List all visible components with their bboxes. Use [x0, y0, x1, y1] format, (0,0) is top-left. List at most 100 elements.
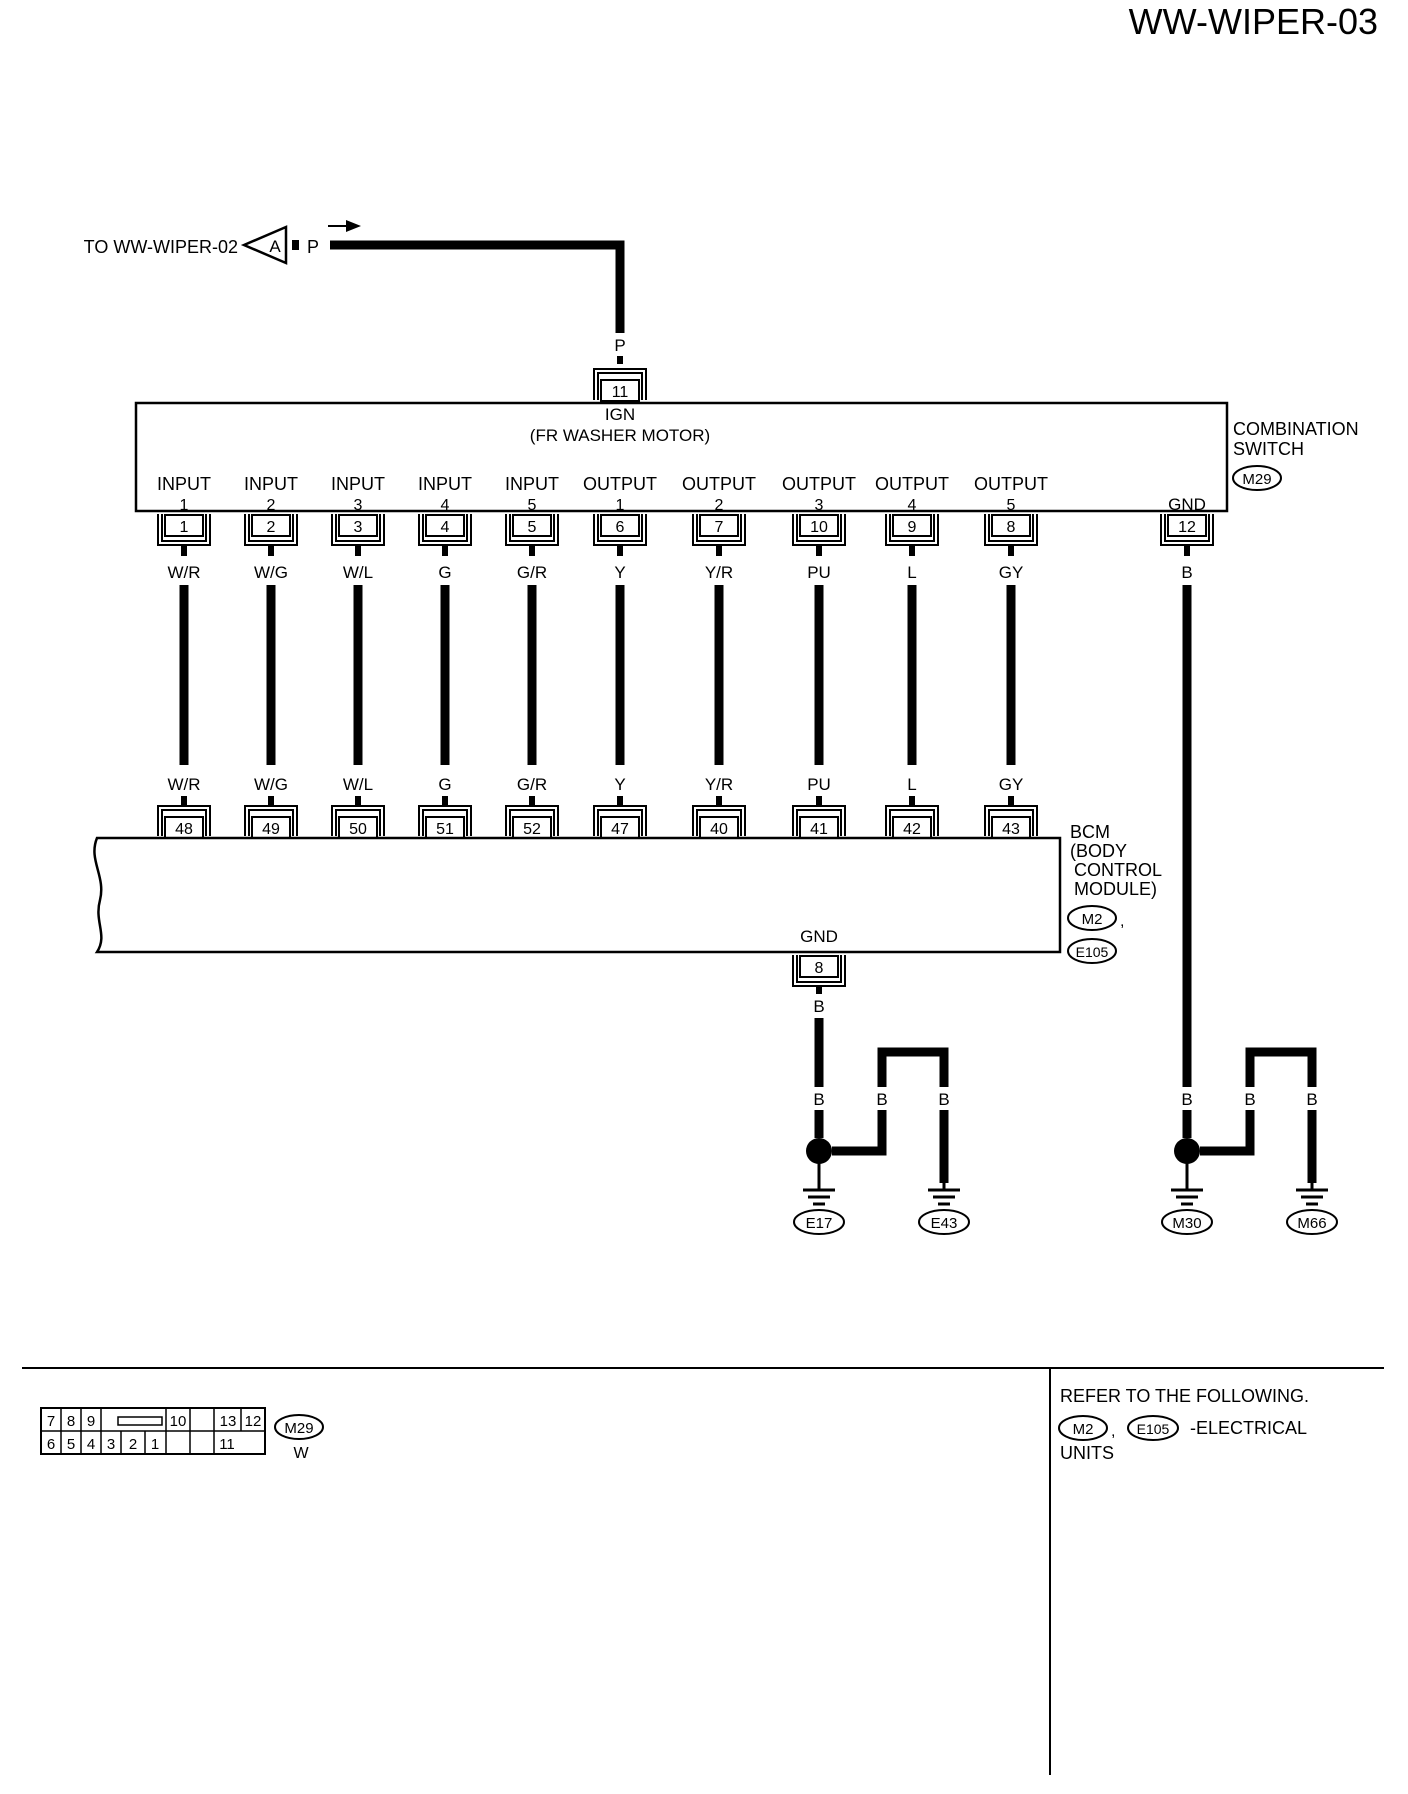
wire-color-upper: W/G: [254, 563, 288, 582]
ground-id-badge: [793, 1209, 845, 1235]
wire-color-lower: G/R: [517, 775, 547, 794]
switch-terminal: [338, 514, 378, 537]
cf-pin: 10: [170, 1413, 187, 1430]
switch-gnd-branch-label-1: B: [1244, 1090, 1255, 1109]
wire-color-upper: W/R: [167, 563, 200, 582]
switch-terminal-number: 3: [354, 519, 363, 536]
ground-point: E17: [793, 1163, 845, 1235]
ign-terminal: [600, 379, 640, 402]
cf-pin: 11: [219, 1436, 235, 1453]
connector-face: 7 8 9 10 13 12 6 5 4 3 2 1 11 M29 W: [40, 1407, 324, 1462]
wire-color-upper: G: [438, 563, 451, 582]
connector-lock-tab: [117, 1416, 163, 1426]
switch-pin-number: 3: [354, 497, 363, 514]
switch-ground-circuit: 12 B B B B: [1160, 514, 1318, 1183]
wire-color-upper: Y: [614, 563, 625, 582]
wire-color-lower: Y/R: [705, 775, 733, 794]
refer-connector-badge-2: [1127, 1415, 1179, 1441]
offpage-connector-pin: [292, 240, 299, 250]
refer-note: REFER TO THE FOLLOWING. M2 , E105 -ELECT…: [1058, 1386, 1309, 1463]
switch-terminal-number: 6: [616, 519, 625, 536]
bcm-terminal-number: 42: [903, 821, 921, 838]
bcm-gnd-branch-wire-upper: [877, 1047, 949, 1087]
wire-color-upper: Y/R: [705, 563, 733, 582]
cf-pin: 13: [220, 1413, 237, 1430]
switch-pin-name: INPUT: [505, 474, 559, 494]
bcm-gnd-label: GND: [800, 927, 838, 946]
wire-color-upper: G/R: [517, 563, 547, 582]
ground-id-badge: [918, 1209, 970, 1235]
bcm-terminal-number: 43: [1002, 821, 1020, 838]
refer-separator: ,: [1111, 1423, 1115, 1440]
switch-pin-name: INPUT: [331, 474, 385, 494]
wire-color-lower: W/G: [254, 775, 288, 794]
bcm-title-line3: CONTROL: [1074, 860, 1162, 880]
offpage-label: TO WW-WIPER-02: [84, 237, 238, 257]
bcm-gnd-branch-label-1: B: [876, 1090, 887, 1109]
bcm-terminal-bracket: [984, 805, 1038, 836]
refer-connector-badge-1: [1058, 1415, 1108, 1441]
bcm-ground-circuit: 8 B B B B: [792, 955, 950, 1183]
switch-pin-number: 1: [180, 497, 189, 514]
offpage-arrow-icon: [240, 225, 288, 265]
switch-gnd-terminal: [1167, 514, 1207, 537]
cf-pin: 4: [87, 1436, 95, 1453]
bcm-title: BCM: [1070, 822, 1110, 842]
cf-pin: 8: [67, 1413, 75, 1430]
connector-id: M29: [1242, 471, 1271, 488]
bcm-gnd-terminal-number: 8: [815, 960, 824, 977]
refer-connector-1: M2: [1073, 1421, 1094, 1438]
switch-terminal: [991, 514, 1031, 537]
bcm-terminal-bracket: [792, 805, 846, 836]
bcm-terminal-number: 49: [262, 821, 280, 838]
ign-terminal-number: 11: [612, 384, 629, 401]
bcm-terminal-number: 47: [611, 821, 629, 838]
connector-face-color: W: [293, 1445, 309, 1462]
combination-switch-title: COMBINATION: [1233, 419, 1359, 439]
wire-color-upper: L: [907, 563, 916, 582]
connector-face-id-badge: [274, 1414, 324, 1440]
switch-terminal: [164, 514, 204, 537]
switch-terminal: [512, 514, 552, 537]
bcm-gnd-terminal: [799, 955, 839, 978]
ign-wire-p: [330, 240, 625, 333]
ground-point: E43: [918, 1163, 970, 1235]
wire-color-lower: G: [438, 775, 451, 794]
bcm-connector-1: M2: [1082, 911, 1103, 928]
ign-terminal-bracket: [593, 368, 647, 400]
switch-terminal: [892, 514, 932, 537]
bcm-box: [93, 836, 1062, 954]
refer-line1: REFER TO THE FOLLOWING.: [1060, 1386, 1309, 1406]
wire-color-lower: L: [907, 775, 916, 794]
switch-terminal: [600, 514, 640, 537]
bcm-gnd-branch-label-2: B: [938, 1090, 949, 1109]
wire-color-lower: Y: [614, 775, 625, 794]
cf-pin: 6: [47, 1436, 55, 1453]
cf-pin: 1: [151, 1436, 159, 1453]
offpage-letter: A: [269, 237, 281, 256]
switch-gnd-branch-wire-upper: [1245, 1047, 1317, 1087]
bcm-gnd-branch-wire: [832, 1110, 887, 1156]
switch-pin-number: 3: [815, 497, 824, 514]
ign-label: IGN: [605, 405, 635, 424]
wire-color-upper: W/L: [343, 563, 373, 582]
combination-switch-box: [134, 401, 1229, 513]
offpage-wire-color: P: [307, 237, 319, 257]
ground-id-badge: [1286, 1209, 1338, 1235]
offpage-connector: TO WW-WIPER-02 A P P: [84, 220, 626, 364]
switch-terminal-number: 10: [810, 519, 828, 536]
bcm-terminal-bracket: [593, 805, 647, 836]
bcm-terminal-bracket: [157, 805, 211, 836]
ground-id: E17: [806, 1215, 833, 1232]
combination-switch: 11 IGN (FR WASHER MOTOR) COMBINATION SWI…: [134, 368, 1359, 514]
switch-gnd-wire-label-lower: B: [1181, 1090, 1192, 1109]
switch-gnd-branch-wire: [1200, 1110, 1255, 1156]
switch-terminal: [799, 514, 839, 537]
ground-id: M30: [1172, 1215, 1201, 1232]
combination-switch-title-line2: SWITCH: [1233, 439, 1304, 459]
switch-gnd-label: GND: [1168, 495, 1206, 514]
wire-color-lower: GY: [999, 775, 1024, 794]
switch-pin-name: INPUT: [157, 474, 211, 494]
bcm-terminal-number: 51: [436, 821, 454, 838]
